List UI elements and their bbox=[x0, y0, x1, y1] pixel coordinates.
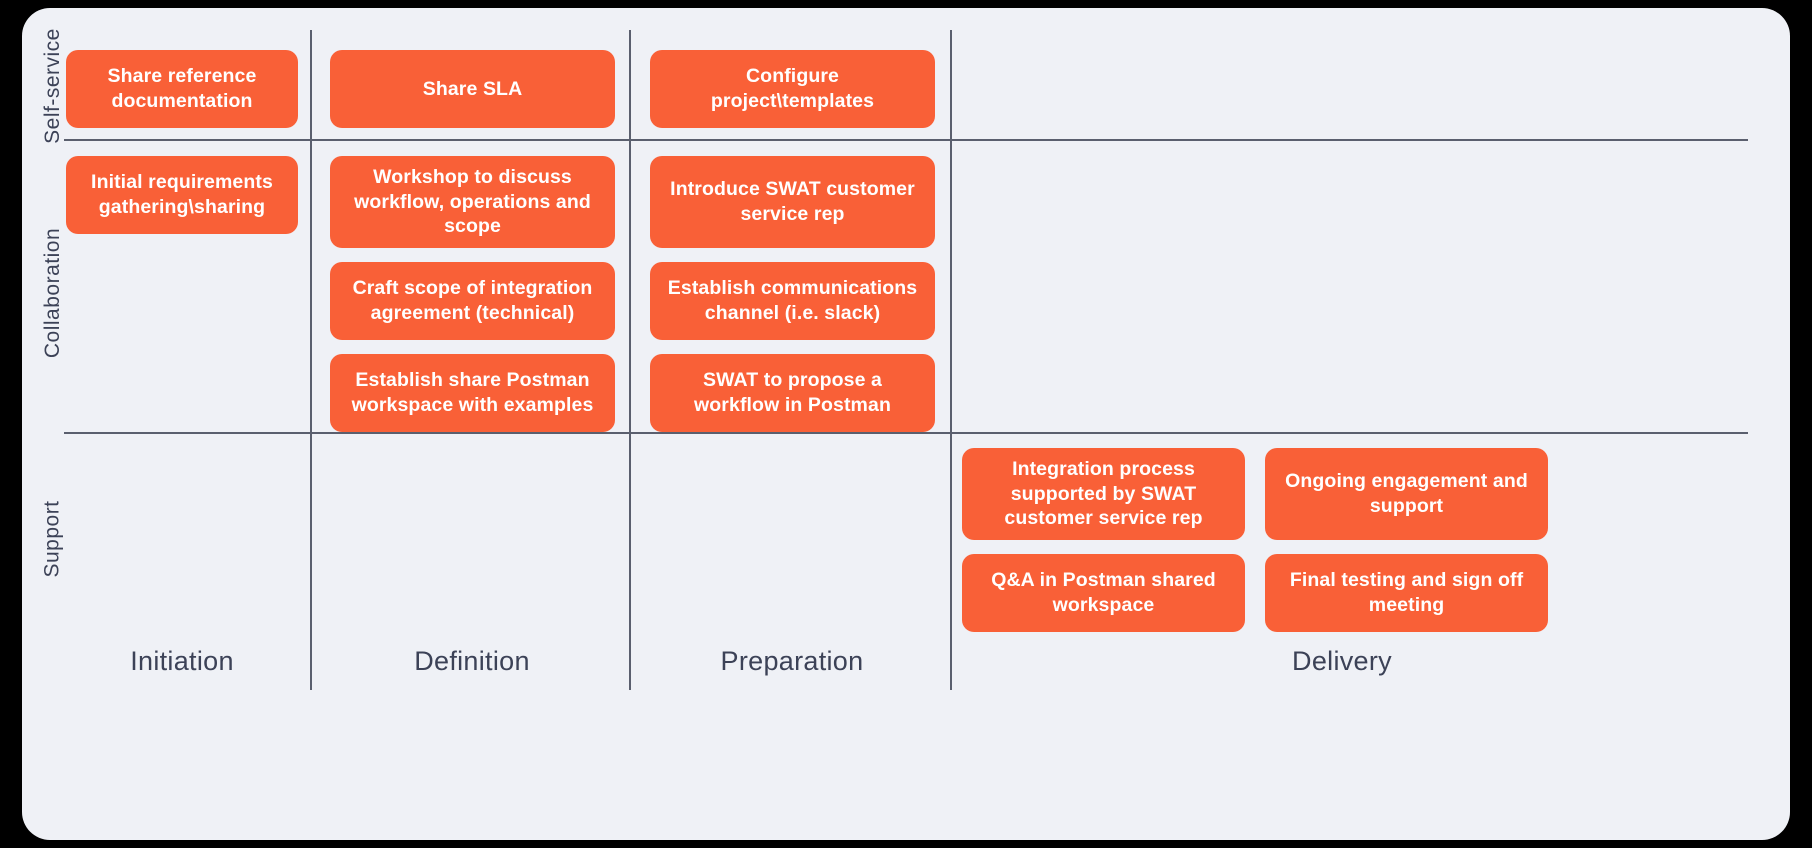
card[interactable]: Configure project\templates bbox=[650, 50, 935, 128]
card[interactable]: Share reference documentation bbox=[66, 50, 298, 128]
card[interactable]: SWAT to propose a workflow in Postman bbox=[650, 354, 935, 432]
row-label-self-service-text: Self-service bbox=[41, 28, 65, 144]
card[interactable]: Initial requirements gathering\sharing bbox=[66, 156, 298, 234]
cell-selfservice-definition: Share SLA bbox=[330, 50, 615, 128]
cell-collaboration-initiation: Initial requirements gathering\sharing bbox=[66, 156, 298, 234]
cell-selfservice-preparation: Configure project\templates bbox=[650, 50, 935, 128]
card[interactable]: Establish share Postman workspace with e… bbox=[330, 354, 615, 432]
row-label-support-text: Support bbox=[41, 500, 64, 578]
grid-vline-definition-preparation bbox=[629, 30, 631, 690]
column-label-initiation: Initiation bbox=[130, 646, 234, 676]
swimlane-board: Self-service Collaboration Support Share… bbox=[22, 8, 1790, 840]
cell-support-delivery: Integration process supported by SWAT cu… bbox=[962, 448, 1722, 632]
card[interactable]: Craft scope of integration agreement (te… bbox=[330, 262, 615, 340]
cell-selfservice-initiation: Share reference documentation bbox=[66, 50, 298, 128]
cell-collaboration-definition: Workshop to discuss workflow, operations… bbox=[330, 156, 615, 432]
column-label-preparation: Preparation bbox=[720, 646, 864, 676]
card[interactable]: Final testing and sign off meeting bbox=[1265, 554, 1548, 632]
card[interactable]: Ongoing engagement and support bbox=[1265, 448, 1548, 540]
grid-vline-initiation-definition bbox=[310, 30, 312, 690]
card[interactable]: Workshop to discuss workflow, operations… bbox=[330, 156, 615, 248]
cell-collaboration-preparation: Introduce SWAT customer service rep Esta… bbox=[650, 156, 935, 432]
card[interactable]: Q&A in Postman shared workspace bbox=[962, 554, 1245, 632]
card[interactable]: Share SLA bbox=[330, 50, 615, 128]
column-label-definition: Definition bbox=[414, 646, 530, 676]
row-label-collaboration-text: Collaboration bbox=[41, 227, 64, 359]
card[interactable]: Introduce SWAT customer service rep bbox=[650, 156, 935, 248]
row-label-support: Support bbox=[22, 444, 84, 634]
grid-hline-selfservice-collaboration bbox=[64, 139, 1748, 141]
card[interactable]: Integration process supported by SWAT cu… bbox=[962, 448, 1245, 540]
grid-hline-collaboration-support bbox=[64, 432, 1748, 434]
card[interactable]: Establish communications channel (i.e. s… bbox=[650, 262, 935, 340]
column-label-delivery: Delivery bbox=[1292, 646, 1392, 676]
grid-vline-preparation-delivery bbox=[950, 30, 952, 690]
